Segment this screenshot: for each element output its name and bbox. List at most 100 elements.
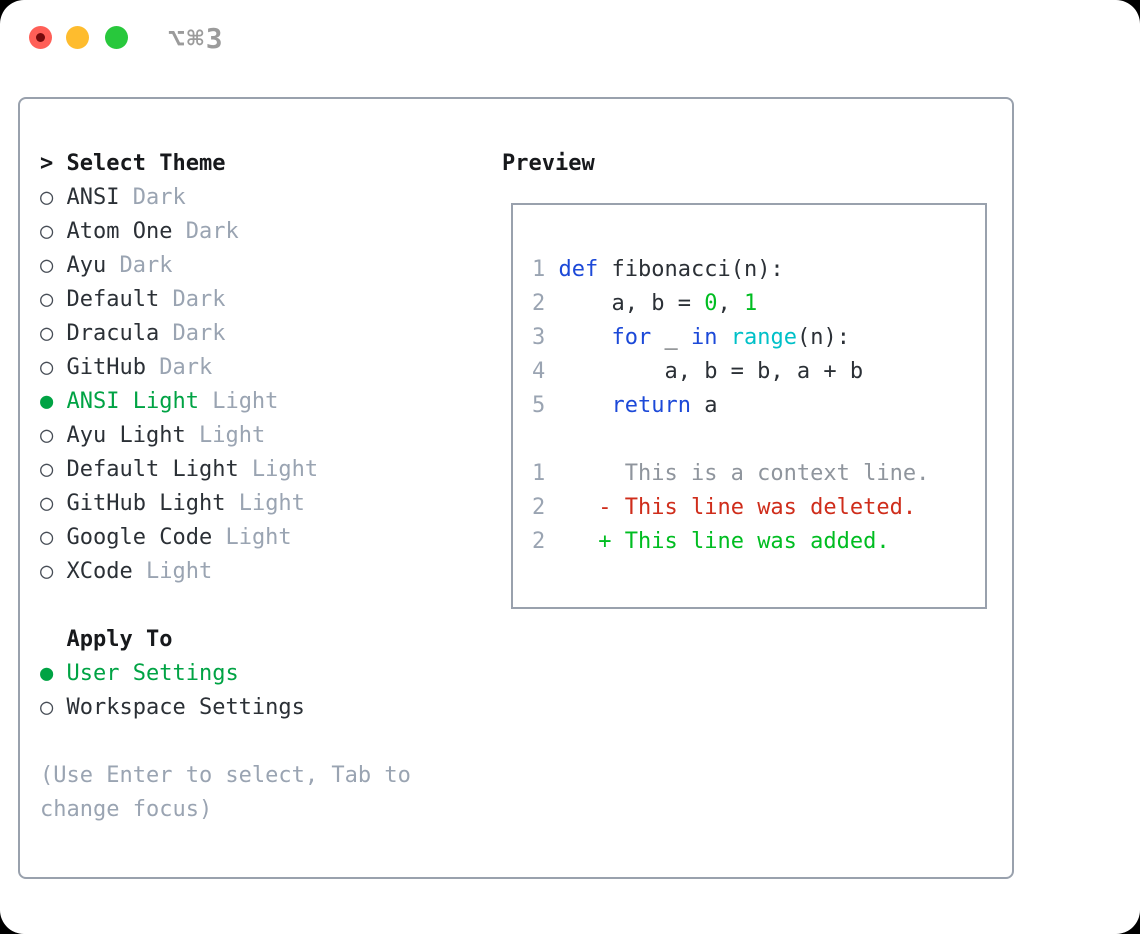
code-segment: a: [690, 393, 718, 418]
theme-name: Default Light: [66, 457, 239, 482]
theme-option-default[interactable]: ○ Default Dark: [40, 283, 411, 317]
code-line: 1 def fibonacci(n):: [532, 253, 985, 287]
close-button[interactable]: [29, 26, 52, 49]
radio-icon: ○: [40, 559, 67, 584]
line-number: 4: [532, 359, 559, 384]
minimize-button[interactable]: [66, 26, 89, 49]
theme-name: XCode: [66, 559, 133, 584]
code-segment: range: [730, 325, 797, 350]
code-segment: (n):: [796, 325, 850, 350]
theme-option-dracula[interactable]: ○ Dracula Dark: [40, 317, 411, 351]
theme-name: Google Code: [66, 525, 213, 550]
theme-variant: Dark: [106, 253, 173, 278]
code-line: 4 a, b = b, a + b: [532, 355, 985, 389]
window-title: ⌥⌘3: [168, 22, 225, 55]
help-text-line: (Use Enter to select, Tab to: [40, 763, 411, 788]
focus-caret-icon: >: [40, 151, 67, 176]
theme-list: > Select Theme○ ANSI Dark○ Atom One Dark…: [40, 147, 411, 827]
apply-to-header: Apply To: [40, 623, 411, 657]
code-segment: [559, 529, 599, 554]
code-segment: for: [611, 325, 652, 350]
radio-icon: ○: [40, 253, 67, 278]
code-segment: ,: [717, 291, 744, 316]
radio-icon: ○: [40, 321, 67, 346]
code-segment: + This line was added.: [598, 529, 890, 554]
select-theme-header: > Select Theme: [40, 147, 411, 181]
code-segment: a, b = b, a + b: [558, 359, 864, 384]
theme-variant: Dark: [159, 321, 226, 346]
theme-option-ayu[interactable]: ○ Ayu Dark: [40, 249, 411, 283]
theme-option-xcode[interactable]: ○ XCode Light: [40, 555, 411, 589]
radio-icon: ○: [40, 491, 67, 516]
code-segment: [559, 495, 599, 520]
code-segment: This is a context line.: [558, 461, 930, 486]
diff-line: 2 + This line was added.: [532, 525, 985, 559]
apply-option-name: User Settings: [66, 661, 239, 686]
help-text: (Use Enter to select, Tab to: [40, 759, 411, 793]
line-number: 2: [532, 529, 559, 554]
apply-option-workspace-settings[interactable]: ○ Workspace Settings: [40, 691, 411, 725]
diff-line: 2 - This line was deleted.: [532, 491, 985, 525]
radio-icon: ○: [40, 457, 67, 482]
select-theme-label: Select Theme: [66, 151, 226, 176]
line-number: 1: [532, 257, 559, 282]
preview-title: Preview: [502, 151, 595, 176]
code-segment: a, b =: [558, 291, 705, 316]
help-text: change focus): [40, 793, 411, 827]
theme-variant: Light: [225, 491, 305, 516]
theme-variant: Light: [185, 423, 266, 448]
radio-icon: ○: [40, 219, 67, 244]
radio-icon: ●: [40, 661, 67, 686]
theme-name: GitHub Light: [66, 491, 226, 516]
theme-option-github[interactable]: ○ GitHub Dark: [40, 351, 411, 385]
radio-icon: ○: [40, 525, 67, 550]
code-segment: [559, 325, 612, 350]
line-number: 3: [532, 325, 559, 350]
radio-icon: ○: [40, 355, 67, 380]
line-number: 2: [532, 291, 559, 316]
radio-icon: ○: [40, 695, 67, 720]
theme-name: Ayu Light: [66, 423, 186, 448]
code-segment: fibonacci(n):: [598, 257, 784, 282]
theme-name: GitHub: [66, 355, 146, 380]
diff-preview: 1 This is a context line.2 - This line w…: [532, 457, 985, 559]
code-segment: def: [558, 257, 599, 282]
theme-option-atom-one[interactable]: ○ Atom One Dark: [40, 215, 411, 249]
radio-icon: ○: [40, 423, 67, 448]
zoom-button[interactable]: [105, 26, 128, 49]
code-line: 5 return a: [532, 389, 985, 423]
theme-option-default-light[interactable]: ○ Default Light Light: [40, 453, 411, 487]
theme-variant: Dark: [145, 355, 213, 380]
line-number: 2: [532, 495, 559, 520]
theme-option-github-light[interactable]: ○ GitHub Light Light: [40, 487, 411, 521]
code-segment: 1: [743, 291, 758, 316]
theme-variant: Dark: [159, 287, 226, 312]
code-segment: - This line was deleted.: [598, 495, 917, 520]
theme-variant: Light: [198, 389, 279, 414]
theme-name: Ayu: [66, 253, 107, 278]
radio-icon: ○: [40, 185, 67, 210]
radio-icon: ●: [40, 389, 67, 414]
theme-variant: Dark: [172, 219, 239, 244]
code-segment: [717, 325, 730, 350]
theme-option-ayu-light[interactable]: ○ Ayu Light Light: [40, 419, 411, 453]
spacer: [40, 589, 411, 623]
apply-option-user-settings[interactable]: ● User Settings: [40, 657, 411, 691]
theme-selector-panel: > Select Theme○ ANSI Dark○ Atom One Dark…: [18, 97, 1014, 879]
spacer: [40, 725, 411, 759]
code-line: 2 a, b = 0, 1: [532, 287, 985, 321]
theme-option-ansi[interactable]: ○ ANSI Dark: [40, 181, 411, 215]
code-segment: return: [611, 393, 691, 418]
apply-to-label: Apply To: [40, 627, 173, 652]
theme-name: ANSI: [66, 185, 120, 210]
theme-name: Atom One: [66, 219, 173, 244]
theme-name: Default: [66, 287, 160, 312]
theme-option-google-code[interactable]: ○ Google Code Light: [40, 521, 411, 555]
titlebar: ⌥⌘3: [0, 0, 1140, 80]
diff-line: 1 This is a context line.: [532, 457, 985, 491]
theme-option-ansi-light[interactable]: ● ANSI Light Light: [40, 385, 411, 419]
theme-variant: Light: [132, 559, 213, 584]
theme-name: ANSI Light: [66, 389, 199, 414]
